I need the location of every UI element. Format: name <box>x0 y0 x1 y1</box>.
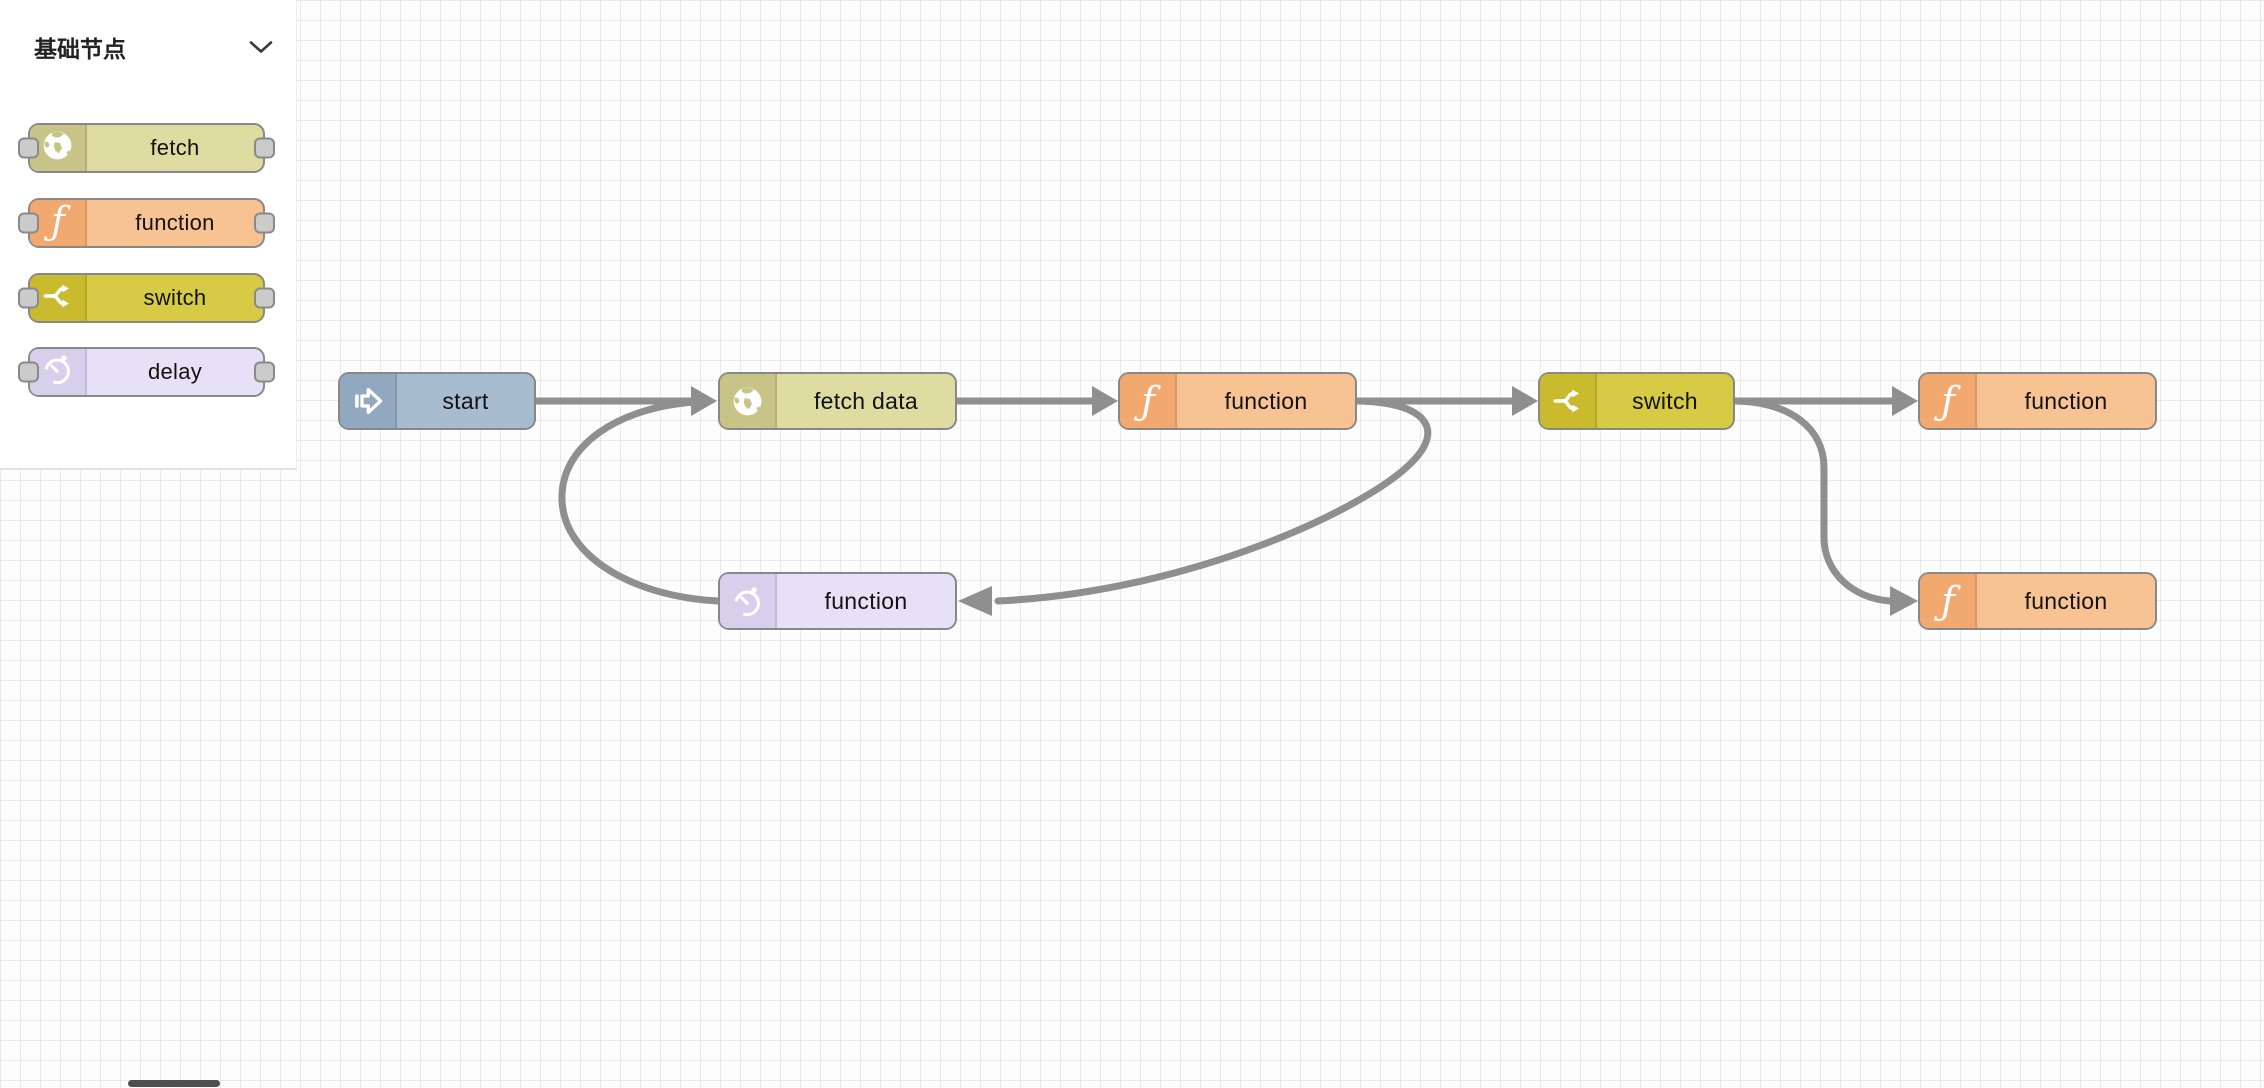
node-label: function <box>2024 587 2108 614</box>
palette-node-switch[interactable]: switch <box>18 273 275 323</box>
node-icon-strip <box>1540 374 1597 428</box>
node-label: start <box>442 387 489 414</box>
node-label: function <box>1224 387 1308 414</box>
svg-text:ƒ: ƒ <box>1933 379 1960 423</box>
node-label: function <box>824 587 908 614</box>
input-port[interactable] <box>18 137 39 159</box>
edge-switch1-to-func3[interactable] <box>1731 397 1918 616</box>
edge-delay1-to-fetch1[interactable] <box>558 398 722 605</box>
node-icon-strip: ƒ <box>1920 374 1977 428</box>
node-icon-strip: ƒ <box>30 199 87 246</box>
function-icon: ƒ <box>43 199 70 243</box>
input-port[interactable] <box>18 287 39 309</box>
palette-node-label: function <box>135 210 215 235</box>
edge-arrowhead <box>958 586 992 616</box>
output-port[interactable] <box>254 361 275 383</box>
palette-header[interactable]: 基础节点 <box>0 0 296 64</box>
function-icon: ƒ <box>1933 379 1960 423</box>
node-icon-strip <box>720 374 777 428</box>
svg-text:ƒ: ƒ <box>43 199 70 243</box>
palette-node-delay[interactable]: delay <box>18 347 275 397</box>
horizontal-scrollbar-thumb[interactable] <box>128 1080 220 1087</box>
palette-sidebar: 基础节点 fetch ƒ function switch delay <box>0 0 297 470</box>
edge-arrowhead <box>1092 386 1118 416</box>
inject-arrow-icon <box>354 387 382 415</box>
node-icon-strip <box>30 275 87 321</box>
output-port[interactable] <box>254 137 275 159</box>
edge-arrowhead <box>1892 386 1918 416</box>
chevron-down-icon[interactable] <box>248 39 274 55</box>
palette-node-label: fetch <box>150 135 200 160</box>
node-label: switch <box>1632 387 1698 414</box>
globe-icon <box>43 131 72 160</box>
flow-node-switch1[interactable]: switch <box>1538 372 1735 430</box>
node-icon-strip <box>340 374 397 428</box>
function-icon: ƒ <box>1133 379 1160 423</box>
input-port[interactable] <box>18 361 39 383</box>
flow-node-func2[interactable]: ƒ function <box>1918 372 2157 430</box>
node-icon-strip: ƒ <box>1920 574 1977 628</box>
output-port[interactable] <box>254 287 275 309</box>
globe-icon <box>733 387 762 415</box>
timer-icon <box>734 586 760 616</box>
flow-node-start1[interactable]: start <box>338 372 536 430</box>
edge-switch1-to-func2[interactable] <box>1731 386 1918 416</box>
flow-node-func3[interactable]: ƒ function <box>1918 572 2157 630</box>
palette-node-function[interactable]: ƒ function <box>18 198 275 248</box>
palette-node-label: delay <box>147 359 203 384</box>
palette-node-fetch[interactable]: fetch <box>18 123 275 173</box>
switch-icon <box>1553 389 1579 413</box>
node-label: fetch data <box>813 387 919 414</box>
node-icon-strip <box>30 125 87 171</box>
node-icon-strip <box>720 574 777 628</box>
output-port[interactable] <box>254 212 275 234</box>
timer-icon <box>44 355 70 385</box>
flow-node-fetch1[interactable]: fetch data <box>718 372 957 430</box>
switch-icon <box>43 284 69 307</box>
node-label: function <box>2024 387 2108 414</box>
edge-arrowhead <box>1890 586 1918 616</box>
edge-func1-to-delay1[interactable] <box>958 397 1432 616</box>
svg-text:ƒ: ƒ <box>1133 379 1160 423</box>
palette-title: 基础节点 <box>34 36 126 62</box>
function-icon: ƒ <box>1933 579 1960 623</box>
flow-node-delay1[interactable]: function <box>718 572 957 630</box>
edge-fetch1-to-func1[interactable] <box>953 386 1118 416</box>
node-icon-strip: ƒ <box>1120 374 1177 428</box>
palette-node-label: switch <box>143 285 207 310</box>
node-icon-strip <box>30 349 87 395</box>
edge-arrowhead <box>1512 386 1538 416</box>
flow-node-func1[interactable]: ƒ function <box>1118 372 1357 430</box>
edge-arrowhead <box>691 386 717 416</box>
svg-text:ƒ: ƒ <box>1933 579 1960 623</box>
input-port[interactable] <box>18 212 39 234</box>
edge-start1-to-fetch1[interactable] <box>532 386 717 416</box>
edge-func1-to-switch1[interactable] <box>1353 386 1538 416</box>
